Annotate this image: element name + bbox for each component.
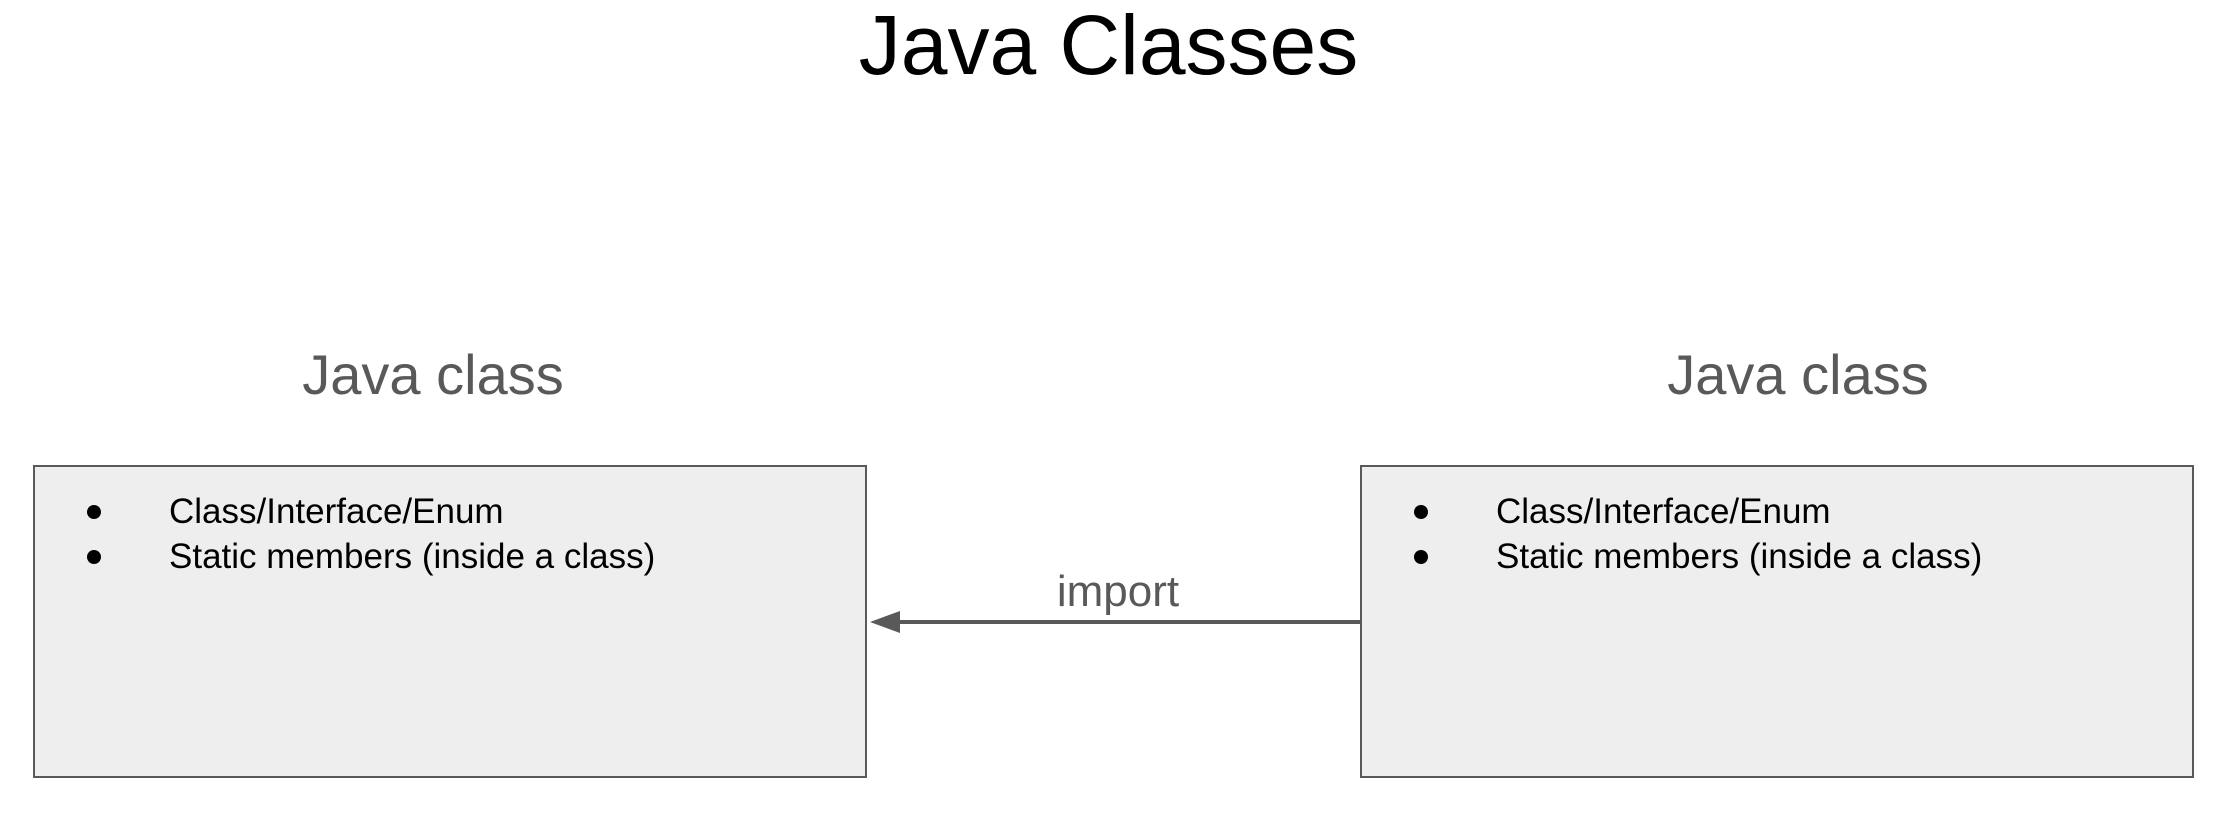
list-item-text: Class/Interface/Enum bbox=[1496, 492, 1831, 531]
diagram-title: Java Classes bbox=[858, 0, 1359, 92]
class-box-left: Class/Interface/Enum Static members (ins… bbox=[33, 465, 867, 778]
list-item-text: Static members (inside a class) bbox=[1496, 537, 1983, 576]
arrowhead-icon bbox=[870, 611, 900, 633]
bullet-icon bbox=[87, 550, 101, 564]
node-label-left: Java class bbox=[302, 343, 564, 406]
member-list: Class/Interface/Enum Static members (ins… bbox=[1414, 489, 1982, 579]
node-label-right: Java class bbox=[1667, 343, 1929, 406]
list-item: Class/Interface/Enum bbox=[87, 489, 655, 534]
list-item: Class/Interface/Enum bbox=[1414, 489, 1982, 534]
class-box-right: Class/Interface/Enum Static members (ins… bbox=[1360, 465, 2194, 778]
list-item: Static members (inside a class) bbox=[87, 534, 655, 579]
list-item-text: Class/Interface/Enum bbox=[169, 492, 504, 531]
bullet-icon bbox=[1414, 505, 1428, 519]
list-item-text: Static members (inside a class) bbox=[169, 537, 656, 576]
bullet-icon bbox=[87, 505, 101, 519]
edge-label-import: import bbox=[1056, 567, 1180, 616]
list-item: Static members (inside a class) bbox=[1414, 534, 1982, 579]
bullet-icon bbox=[1414, 550, 1428, 564]
member-list: Class/Interface/Enum Static members (ins… bbox=[87, 489, 655, 579]
